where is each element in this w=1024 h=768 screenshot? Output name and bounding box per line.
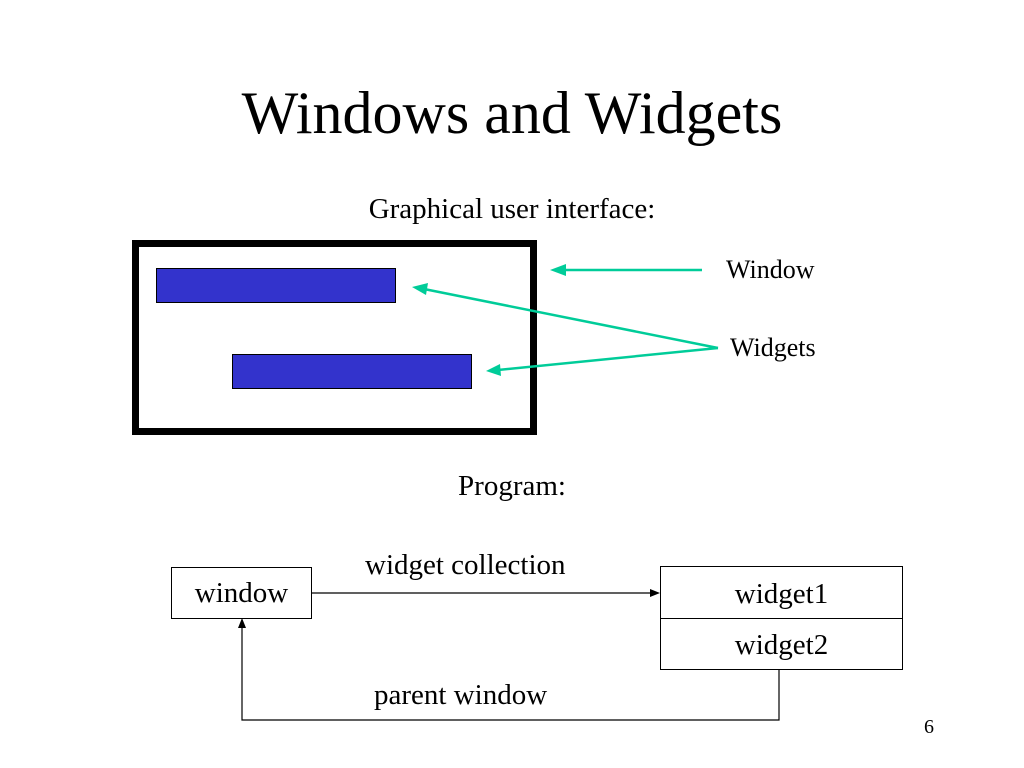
program-heading: Program: (458, 470, 566, 502)
gui-widget-1 (156, 268, 396, 303)
widget-collection-label: widget collection (365, 549, 566, 581)
collection-arrowhead (650, 589, 660, 597)
page-number: 6 (924, 716, 934, 738)
slide-title: Windows and Widgets (241, 80, 783, 146)
gui-widget-2 (232, 354, 472, 389)
gui-heading: Graphical user interface: (368, 193, 656, 225)
parent-arrow (241, 628, 780, 721)
widgets-callout-arrow-1 (423, 287, 719, 350)
widgets-callout-arrow-2 (497, 346, 719, 372)
window-callout-arrowhead (550, 264, 566, 276)
window-box: window (171, 567, 312, 619)
widgets-callout-arrowhead-1 (412, 283, 428, 295)
parent-arrowhead (238, 618, 246, 628)
gui-window-frame (132, 240, 537, 435)
parent-window-label: parent window (374, 679, 548, 711)
window-callout-label: Window (726, 255, 815, 284)
widgets-callout-label: Widgets (730, 333, 816, 362)
widgets-callout-arrowhead-2 (486, 364, 501, 376)
widget2-box: widget2 (660, 618, 903, 670)
widget1-box: widget1 (660, 566, 903, 620)
